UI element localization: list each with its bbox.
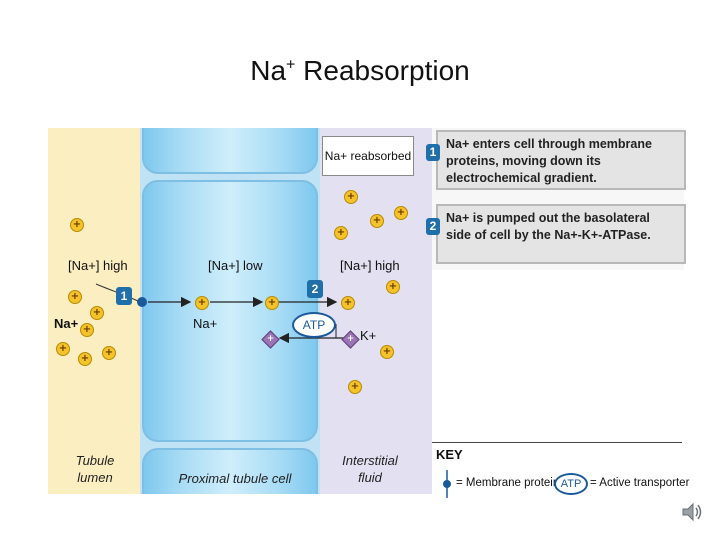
membrane-protein-key-icon [443,470,451,498]
atp-key-label: ATP [560,478,582,490]
interstitial-fluid-region [320,128,432,494]
membrane-protein [137,297,147,307]
cells-layer [48,128,384,494]
lumen-label-line1: Tubule [75,453,115,468]
na-k-atpase-pump: ATP [292,312,336,338]
na-ion: + [370,214,384,228]
step-2-description: 2 Na+ is pumped out the basolateral side… [426,204,686,264]
lumen-label-line2: lumen [77,470,113,485]
slide-title: Na+ Reabsorption [0,55,720,87]
step-2-text: Na+ is pumped out the basolateral side o… [446,211,651,242]
na-ion: + [68,290,82,304]
na-ion: + [195,296,209,310]
key-divider [432,442,682,443]
neighbor-cell-top [142,128,318,174]
atp-label: ATP [302,318,326,332]
na-ion: + [394,206,408,220]
speaker-icon[interactable] [680,500,704,524]
na-ion: + [56,342,70,356]
step-1-text: Na+ enters cell through membrane protein… [446,137,652,185]
na-ion: + [334,226,348,240]
tubule-lumen-label: Tubule lumen [60,452,130,486]
active-transporter-key-text: = Active transporter [590,477,690,489]
title-superscript: + [286,56,296,74]
interstitial-fluid-label: Interstitial fluid [330,452,410,486]
key-title: KEY [436,447,463,462]
na-ion: + [380,345,394,359]
na-ion: + [90,306,104,320]
proximal-cell-label: Proximal tubule cell [178,471,292,486]
na-ion: + [70,218,84,232]
title-main: Na [250,55,287,86]
fluid-k-label: K+ [360,328,377,343]
na-reabsorbed-label: Na+ reabsorbed [324,149,412,163]
title-rest: Reabsorption [295,55,470,86]
na-ion: + [102,346,116,360]
na-ion: + [386,280,400,294]
cell-concentration: [Na+] low [208,258,263,273]
membrane-protein-key-text: = Membrane protein [456,477,560,489]
na-ion: + [80,323,94,337]
atp-key-icon: ATP [554,473,588,495]
lumen-concentration: [Na+] high [68,258,128,273]
na-ion: + [341,296,355,310]
step-1-badge: 1 [116,287,132,305]
neighbor-cell-bottom [142,448,318,494]
fluid-label-line1: Interstitial [342,453,398,468]
fluid-concentration: [Na+] high [340,258,400,273]
na-ion: + [78,352,92,366]
na-ion: + [348,380,362,394]
step-1-info-badge: 1 [426,144,440,161]
na-reabsorbed-legend: Na+ reabsorbed [322,136,414,176]
step-2-info-badge: 2 [426,218,440,235]
step-2-badge: 2 [307,280,323,298]
fluid-label-line2: fluid [358,470,382,485]
cell-na-label: Na+ [193,316,218,331]
proximal-tubule-cell [142,180,318,442]
na-ion: + [265,296,279,310]
lumen-na-label: Na+ [54,316,79,331]
na-ion: + [344,190,358,204]
step-1-description: 1 Na+ enters cell through membrane prote… [426,130,686,190]
